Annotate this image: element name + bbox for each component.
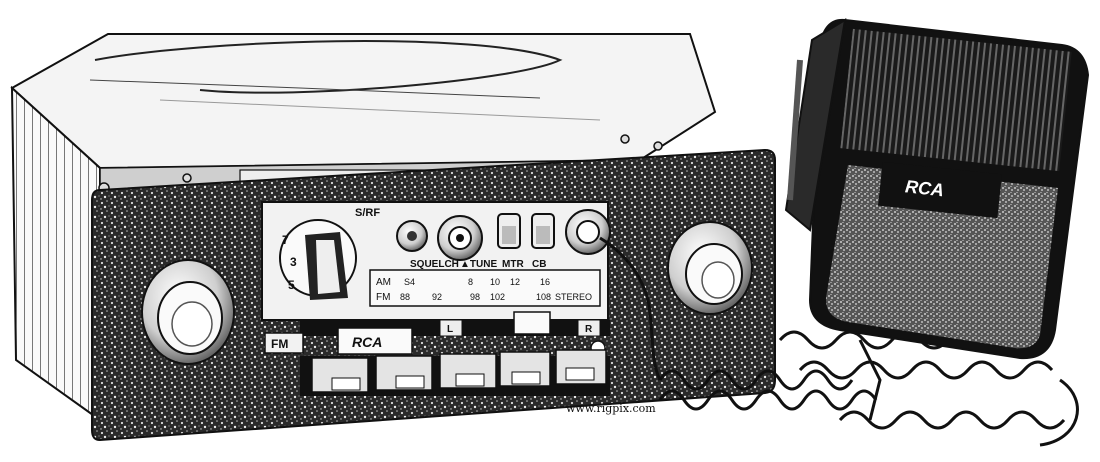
rca-mic-logo: RCA (904, 176, 945, 200)
am-scale-mark: 16 (540, 277, 550, 287)
rca-panel-logo: RCA (352, 334, 382, 350)
watermark: www.rigpix.com (566, 402, 656, 415)
knob-mark: 5 (288, 278, 295, 292)
knob-mark: 3 (290, 255, 297, 269)
preset-button[interactable] (555, 349, 607, 385)
channel-knob[interactable] (667, 221, 753, 315)
fm-scale-mark: 88 (400, 292, 410, 302)
balance-left-tag (439, 319, 463, 337)
fm-label: FM (376, 292, 390, 303)
am-scale-mark: 8 (468, 277, 473, 287)
balance-slider[interactable] (513, 311, 551, 335)
fm-tag-label: FM (271, 337, 288, 351)
mic-grille (840, 28, 1072, 172)
am-scale-mark: S4 (404, 277, 415, 287)
squelch-label: SQUELCH (410, 259, 459, 270)
coiled-cord (599, 236, 1079, 447)
balance-right-tag (577, 319, 601, 337)
fm-tag (264, 332, 304, 354)
screw-icon (182, 173, 192, 183)
chassis-top (10, 33, 717, 170)
preset-button[interactable] (439, 353, 497, 389)
cb-label: CB (532, 259, 546, 270)
sr-label: S/RF (355, 207, 380, 219)
tuning-dial (369, 269, 601, 307)
preset-button[interactable] (375, 355, 433, 391)
fm-scale-mark: 92 (432, 292, 442, 302)
screw-icon (620, 134, 630, 144)
preset-buttons (300, 349, 610, 396)
right-label: R (585, 324, 593, 335)
radio-unit: 7 3 5 S/RF SQUELCH ▲TUNE MTR CB AM FM S4… (10, 33, 776, 442)
preset-button[interactable] (499, 351, 551, 387)
am-label: AM (376, 277, 391, 288)
am-scale-mark: 12 (510, 277, 520, 287)
rca-badge (337, 327, 413, 355)
stereo-indicator: STEREO (555, 292, 592, 302)
left-label: L (447, 324, 453, 335)
band-selector[interactable]: 7 3 5 (279, 219, 357, 300)
preset-button[interactable] (311, 357, 369, 393)
fm-scale-mark: 102 (490, 292, 505, 302)
fm-scale-mark: 108 (536, 292, 551, 302)
tune-label: ▲TUNE (460, 259, 497, 270)
volume-knob[interactable] (141, 259, 235, 365)
fm-scale-mark: 98 (470, 292, 480, 302)
knob-mark: 7 (282, 233, 289, 247)
microphone: RCA (784, 18, 1090, 360)
mic-side (784, 18, 847, 232)
mtr-label: MTR (502, 259, 524, 270)
push-to-talk[interactable] (787, 59, 803, 201)
am-scale-mark: 10 (490, 277, 500, 287)
screw-icon (653, 141, 663, 151)
mic-lower (825, 165, 1058, 349)
mic-logo-plate (878, 161, 1002, 219)
lid-swoosh (94, 40, 563, 94)
